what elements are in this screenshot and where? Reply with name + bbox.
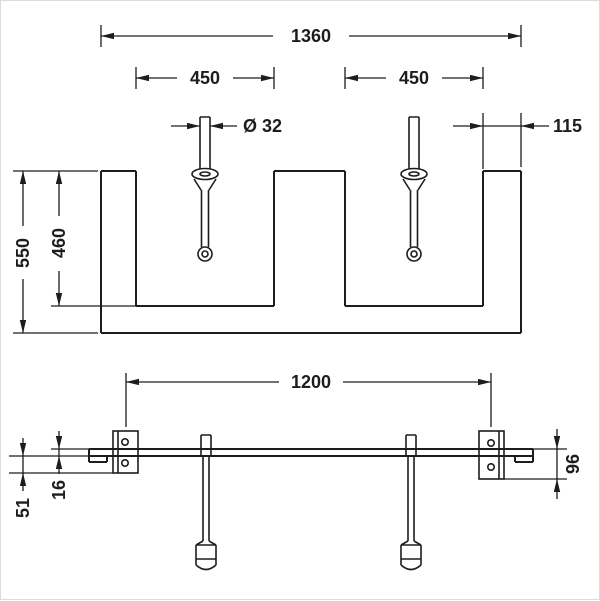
dim-extension-lines xyxy=(13,170,98,334)
dim-panel-thickness-label: 16 xyxy=(49,480,69,500)
drain-flange-left xyxy=(191,167,219,181)
dim-left-cutout: 450 xyxy=(135,67,275,89)
drain-flange-hole-left xyxy=(199,171,211,177)
bracket-hole xyxy=(121,458,130,467)
dim-bracket-spacing: 1200 xyxy=(125,372,492,427)
drain-trap-left xyxy=(195,434,217,571)
dim-cutout-depth: 460 xyxy=(49,171,136,307)
mounting-panel xyxy=(88,448,534,463)
bracket-plate-left xyxy=(112,430,139,474)
dim-overall-width: 1360 xyxy=(100,25,522,47)
bracket-hole xyxy=(121,437,130,446)
drain-ring-left xyxy=(197,246,213,262)
dim-bracket-drop-label: 51 xyxy=(13,498,33,518)
drain-flange-hole-right xyxy=(408,171,420,177)
drain-pipe-right xyxy=(402,116,426,247)
dim-overall-height-label: 550 xyxy=(13,238,33,268)
dim-overall-width-label: 1360 xyxy=(291,26,331,46)
dim-bracket-spacing-label: 1200 xyxy=(291,372,331,392)
dim-cutout-depth-label: 460 xyxy=(49,228,69,258)
drain-ring-hole-left xyxy=(201,250,209,258)
dim-right-offset-label: 115 xyxy=(553,116,582,136)
mounting-bracket-right xyxy=(478,430,505,480)
bracket-hole xyxy=(486,462,495,471)
trap-outline-right xyxy=(400,434,422,571)
dim-right-offset: 115 xyxy=(453,113,582,169)
dim-right-cutout: 450 xyxy=(344,67,484,89)
drain-ring-hole-right xyxy=(410,250,418,258)
bracket-plate-right xyxy=(478,430,505,480)
dim-panel-thickness: 16 xyxy=(9,431,89,500)
dim-right-bracket-height: 96 xyxy=(504,429,583,499)
dim-bracket-drop: 51 xyxy=(9,438,113,518)
bracket-hole xyxy=(486,438,495,447)
bottom-view: 1200 16 51 96 xyxy=(9,372,583,571)
dim-extension-lines xyxy=(482,113,522,169)
dim-left-cutout-label: 450 xyxy=(190,68,220,88)
drain-ring-right xyxy=(406,246,422,262)
mounting-bracket-left xyxy=(112,430,139,474)
dim-drain-diameter-label: Ø 32 xyxy=(243,116,282,136)
vanity-body-outline xyxy=(100,170,522,334)
dim-right-bracket-height-label: 96 xyxy=(563,454,583,474)
dim-extension-lines xyxy=(9,448,89,457)
dim-drain-diameter: Ø 32 xyxy=(171,116,282,136)
drain-set-left xyxy=(191,116,219,262)
drain-set-right xyxy=(400,116,428,262)
dim-overall-height: 550 xyxy=(13,170,98,334)
drain-trap-right xyxy=(400,434,422,571)
drain-flange-right xyxy=(400,167,428,181)
trap-outline-left xyxy=(195,434,217,571)
front-view: 1360 450 450 Ø 32 115 xyxy=(13,25,582,334)
dim-right-cutout-label: 450 xyxy=(399,68,429,88)
drain-pipe-left xyxy=(193,116,217,247)
